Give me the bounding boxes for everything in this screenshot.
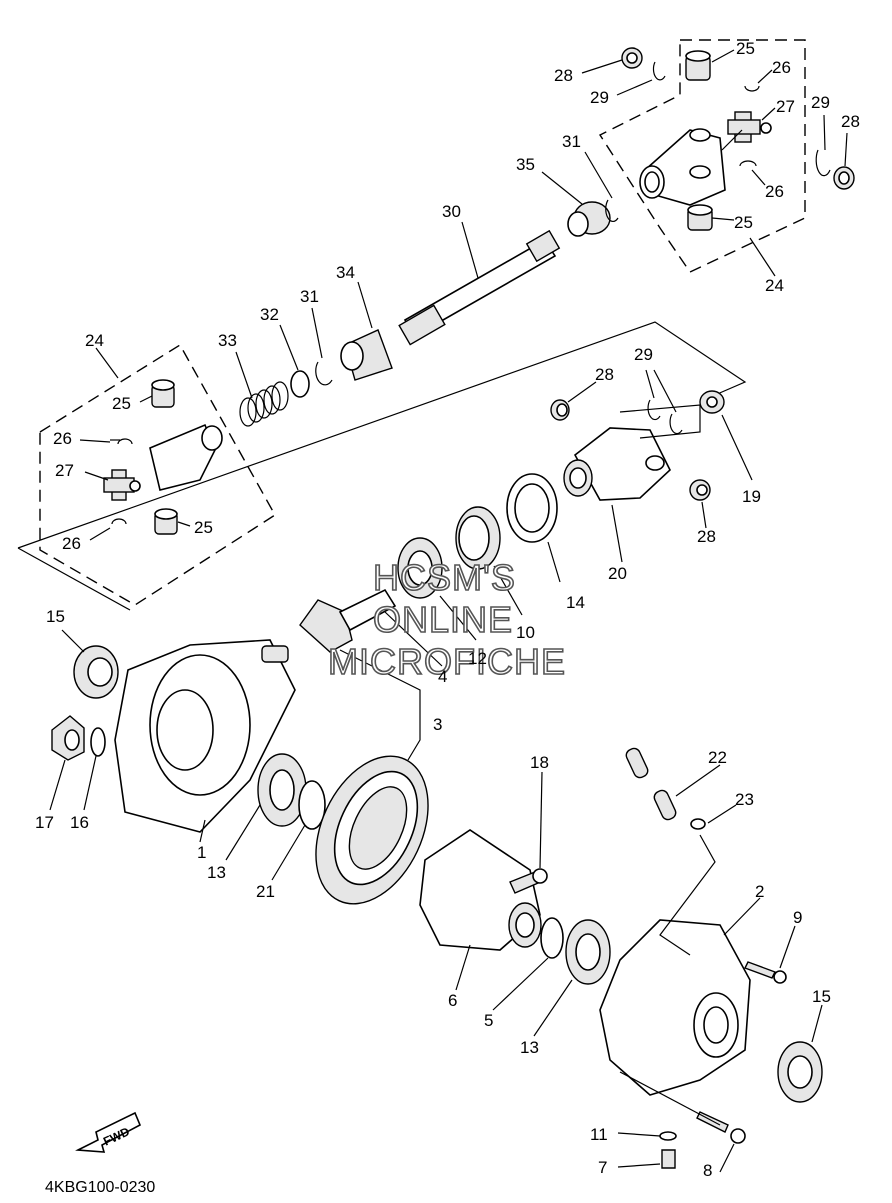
callout-16: 16 [70, 813, 89, 832]
callout-2: 2 [755, 882, 764, 901]
drive-shaft-group [235, 151, 619, 427]
callout-12: 12 [468, 649, 487, 668]
universal-joint-assembly-left [39, 344, 276, 606]
callout-26-b: 26 [765, 182, 784, 201]
callout-13-right: 13 [520, 1038, 539, 1057]
callout-28-a: 28 [554, 66, 573, 85]
callout-31-a: 31 [562, 132, 581, 151]
callout-32: 32 [260, 305, 279, 324]
callout-25-d: 25 [194, 518, 213, 537]
callout-13-left: 13 [207, 863, 226, 882]
universal-joint-assembly-top [581, 39, 855, 277]
callout-27-b: 27 [55, 461, 74, 480]
coupling-group [17, 321, 753, 611]
callout-28-b: 28 [841, 112, 860, 131]
rear-housing-group [599, 747, 823, 1173]
callout-25-c: 25 [112, 394, 131, 413]
callout-26-d: 26 [62, 534, 81, 553]
callout-35: 35 [516, 155, 535, 174]
callout-11: 11 [590, 1125, 608, 1144]
pinion-group [299, 473, 561, 761]
callout-29-a: 29 [590, 88, 609, 107]
callout-26-c: 26 [53, 429, 72, 448]
callout-5: 5 [484, 1011, 493, 1030]
callout-33: 33 [218, 331, 237, 350]
callout-15-right: 15 [812, 987, 831, 1006]
callout-22: 22 [708, 748, 727, 767]
callout-7: 7 [598, 1158, 607, 1177]
callout-10: 10 [516, 623, 535, 642]
callout-24-left: 24 [85, 331, 104, 350]
callout-29-c: 29 [634, 345, 653, 364]
diagram-code: 4KBG100-0230 [45, 1179, 155, 1196]
callout-4: 4 [438, 667, 447, 686]
watermark-line-2: ONLINE [373, 599, 513, 640]
watermark: HCSM'S ONLINE MICROFICHE [327, 556, 566, 683]
callout-18: 18 [530, 753, 549, 772]
callout-25-a: 25 [736, 39, 755, 58]
callout-3: 3 [433, 715, 442, 734]
callout-28-d: 28 [697, 527, 716, 546]
differential-group [315, 755, 611, 1037]
callout-6: 6 [448, 991, 457, 1010]
front-housing-group [49, 629, 326, 881]
callout-8: 8 [703, 1161, 712, 1180]
callout-21: 21 [256, 882, 275, 901]
callout-29-b: 29 [811, 93, 830, 112]
callout-26-a: 26 [772, 58, 791, 77]
callout-27-a: 27 [776, 97, 795, 116]
forward-direction-arrow: FWD [75, 1111, 142, 1153]
callout-9: 9 [793, 908, 802, 927]
callout-14: 14 [566, 593, 585, 612]
callout-17: 17 [35, 813, 54, 832]
callout-25-b: 25 [734, 213, 753, 232]
callout-24-right: 24 [765, 276, 784, 295]
callout-34: 34 [336, 263, 355, 282]
callout-31-b: 31 [300, 287, 319, 306]
watermark-line-1: HCSM'S [373, 557, 516, 598]
callout-labels: 1 2 3 4 5 6 7 8 9 10 11 12 13 13 14 15 1… [35, 39, 860, 1180]
callout-23: 23 [735, 790, 754, 809]
callout-19: 19 [742, 487, 761, 506]
watermark-line-3: MICROFICHE [328, 641, 566, 682]
callout-28-c: 28 [595, 365, 614, 384]
callout-30: 30 [442, 202, 461, 221]
callout-20: 20 [608, 564, 627, 583]
callout-15-left: 15 [46, 607, 65, 626]
callout-1: 1 [197, 843, 206, 862]
